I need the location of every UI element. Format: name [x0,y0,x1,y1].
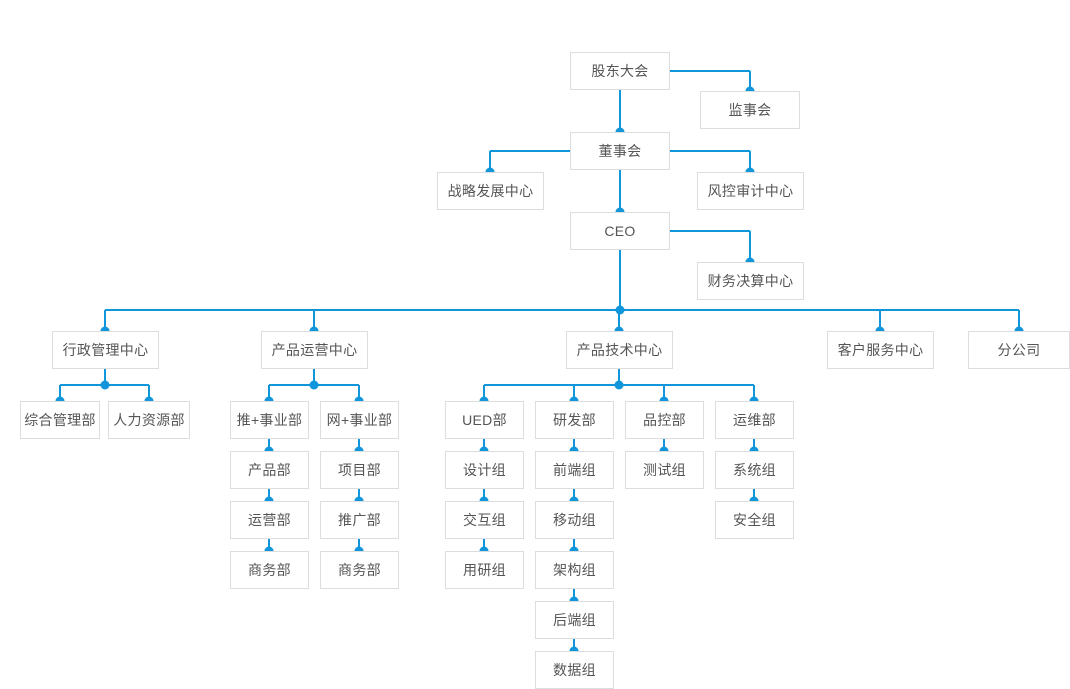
org-node-tech-architecture[interactable]: 架构组 [535,551,614,589]
org-node-label: 项目部 [338,462,381,478]
org-node-tech-data[interactable]: 数据组 [535,651,614,689]
org-node-label: 股东大会 [591,63,649,79]
org-node-ops-wang[interactable]: 网+事业部 [320,401,399,439]
org-node-ops-center[interactable]: 产品运营中心 [261,331,368,369]
connector-dot-ceo-to-bus [615,305,625,315]
org-node-supervisors[interactable]: 监事会 [700,91,800,129]
connector-dot-ops-to-children [309,380,319,390]
org-node-ops-promotion[interactable]: 推广部 [320,501,399,539]
org-node-admin-general[interactable]: 综合管理部 [20,401,100,439]
org-node-label: 后端组 [553,612,596,628]
org-node-ops-tui[interactable]: 推+事业部 [230,401,309,439]
org-node-tech-backend[interactable]: 后端组 [535,601,614,639]
org-node-tech-design[interactable]: 设计组 [445,451,524,489]
org-node-label: 研发部 [553,412,596,428]
org-node-risk-audit-center[interactable]: 风控审计中心 [697,172,804,210]
org-node-label: 行政管理中心 [62,342,149,358]
org-node-label: 用研组 [463,562,506,578]
org-node-admin-hr[interactable]: 人力资源部 [108,401,190,439]
org-node-label: 系统组 [733,462,776,478]
org-node-shareholders[interactable]: 股东大会 [570,52,670,90]
org-node-label: CEO [604,223,636,239]
org-node-finance-center[interactable]: 财务决算中心 [697,262,804,300]
org-node-label: 董事会 [598,143,642,159]
org-node-label: 前端组 [553,462,596,478]
org-node-label: 架构组 [553,562,596,578]
org-node-label: 综合管理部 [24,412,96,428]
org-node-label: 商务部 [338,562,381,578]
org-node-label: 数据组 [553,662,596,678]
org-node-tech-test[interactable]: 测试组 [625,451,704,489]
org-node-tech-interaction[interactable]: 交互组 [445,501,524,539]
org-node-label: 商务部 [248,562,291,578]
org-node-ops-project[interactable]: 项目部 [320,451,399,489]
org-node-board[interactable]: 董事会 [570,132,670,170]
org-node-label: 产品运营中心 [271,342,358,358]
org-node-tech-ued[interactable]: UED部 [445,401,524,439]
org-node-service-center[interactable]: 客户服务中心 [827,331,934,369]
org-node-branch-company[interactable]: 分公司 [968,331,1070,369]
org-node-strategy-center[interactable]: 战略发展中心 [437,172,544,210]
org-node-ops-business-b[interactable]: 商务部 [320,551,399,589]
org-node-tech-rd[interactable]: 研发部 [535,401,614,439]
org-node-label: 推广部 [338,512,381,528]
org-node-label: UED部 [462,412,507,428]
org-node-label: 设计组 [463,462,506,478]
org-node-label: 财务决算中心 [707,273,794,289]
org-node-ops-business-a[interactable]: 商务部 [230,551,309,589]
org-node-tech-center[interactable]: 产品技术中心 [566,331,673,369]
org-node-label: 运营部 [248,512,291,528]
org-node-label: 产品部 [248,462,291,478]
org-node-label: 移动组 [553,512,596,528]
org-node-label: 战略发展中心 [447,183,534,199]
org-node-label: 客户服务中心 [837,342,924,358]
org-node-label: 网+事业部 [326,412,393,428]
org-node-ops-product[interactable]: 产品部 [230,451,309,489]
org-node-tech-mobile[interactable]: 移动组 [535,501,614,539]
org-node-label: 交互组 [463,512,506,528]
org-node-label: 测试组 [643,462,686,478]
org-node-label: 运维部 [733,412,776,428]
org-node-tech-research[interactable]: 用研组 [445,551,524,589]
org-node-label: 人力资源部 [113,412,185,428]
org-node-ceo[interactable]: CEO [570,212,670,250]
connector-dot-admin-to-children [100,380,110,390]
org-node-label: 推+事业部 [236,412,303,428]
org-node-label: 品控部 [643,412,686,428]
org-node-tech-security[interactable]: 安全组 [715,501,794,539]
org-node-label: 分公司 [997,342,1041,358]
org-node-tech-system[interactable]: 系统组 [715,451,794,489]
org-node-tech-qa[interactable]: 品控部 [625,401,704,439]
org-node-label: 监事会 [728,102,772,118]
org-node-tech-frontend[interactable]: 前端组 [535,451,614,489]
org-node-label: 安全组 [733,512,776,528]
connector-dot-tech-to-children [614,380,624,390]
org-node-tech-ops[interactable]: 运维部 [715,401,794,439]
org-node-label: 产品技术中心 [576,342,663,358]
org-node-ops-operation[interactable]: 运营部 [230,501,309,539]
org-node-admin-center[interactable]: 行政管理中心 [52,331,159,369]
org-node-label: 风控审计中心 [707,183,794,199]
